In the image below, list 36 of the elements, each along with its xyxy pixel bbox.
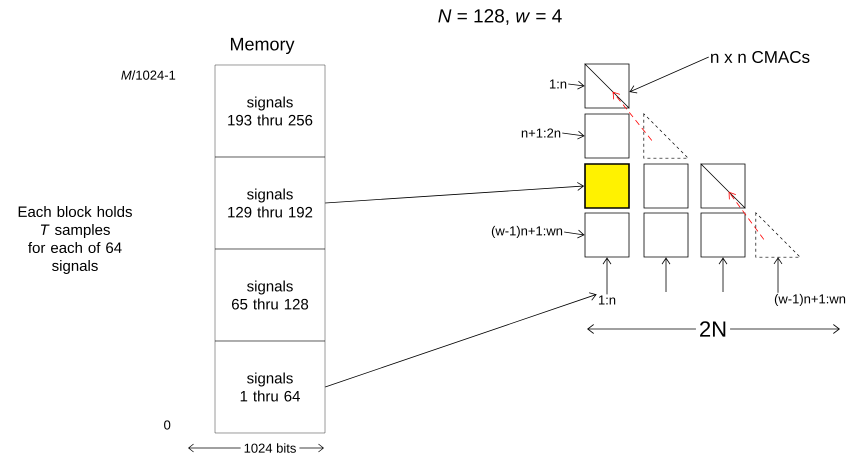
cmac-box xyxy=(584,163,630,209)
cmac-box xyxy=(700,163,746,209)
signal-label: 1:n xyxy=(550,80,566,88)
arrow xyxy=(662,257,670,292)
memory-block: signals 129 thru 192 xyxy=(214,156,326,250)
cmac-box xyxy=(700,212,746,258)
signal-label: n x n CMACs xyxy=(711,50,810,64)
address-label: 0 xyxy=(164,420,170,430)
arrow xyxy=(774,257,782,294)
cmac-box xyxy=(584,212,630,258)
arrow xyxy=(568,80,585,90)
arrow xyxy=(564,230,585,238)
note-text: Each block holds T samples for each of 64 signals xyxy=(18,206,132,274)
cmac-box xyxy=(644,212,688,258)
arrow xyxy=(612,92,652,141)
cmac-box xyxy=(584,114,630,158)
arrow xyxy=(324,292,597,388)
title: N = 128, w = 4 xyxy=(438,9,562,25)
cmac-box xyxy=(644,164,688,208)
signal-label: (w-1)n+1:wn xyxy=(774,294,846,306)
arrow xyxy=(629,56,710,94)
arrow xyxy=(602,257,612,295)
arrow xyxy=(324,182,584,204)
memory-block: signals 193 thru 256 xyxy=(214,64,326,158)
memory-block: signals 65 thru 128 xyxy=(214,248,326,342)
address-label: M/1024-1 xyxy=(121,70,176,80)
dimension-label: 2N xyxy=(696,320,730,338)
cmac-box xyxy=(584,63,630,109)
arrow xyxy=(728,192,764,240)
signal-label: 1:n xyxy=(598,296,616,304)
signal-label: (w-1)n+1:wn xyxy=(492,226,562,238)
dimension-label: 1024 bits xyxy=(240,442,300,454)
memory-block: signals 1 thru 64 xyxy=(214,340,326,434)
arrow xyxy=(562,130,585,140)
arrow xyxy=(718,257,728,292)
signal-label: n+1:2n xyxy=(522,128,560,138)
